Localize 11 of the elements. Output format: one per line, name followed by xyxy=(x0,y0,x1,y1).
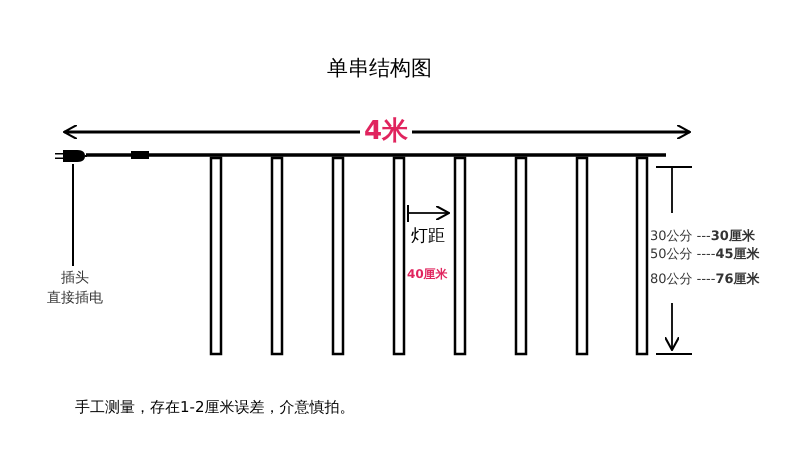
length-option-label: 50公分 ----45厘米 xyxy=(650,248,760,261)
spacing-label: 灯距 xyxy=(411,228,445,245)
plug-caption: 插头 直接插电 xyxy=(38,268,112,310)
note-text: 手工测量，存在1-2厘米误差，介意慎拍。 xyxy=(75,400,354,415)
plug-icon xyxy=(55,148,87,164)
diagram-title: 单串结构图 xyxy=(327,58,432,79)
spacing-label: 40厘米 xyxy=(407,268,448,280)
length-option-label: 30公分 ---30厘米 xyxy=(650,230,755,243)
leader-line xyxy=(72,164,74,266)
length-option-label: 80公分 ----76厘米 xyxy=(650,273,760,286)
length-label: 4米 xyxy=(360,118,412,144)
